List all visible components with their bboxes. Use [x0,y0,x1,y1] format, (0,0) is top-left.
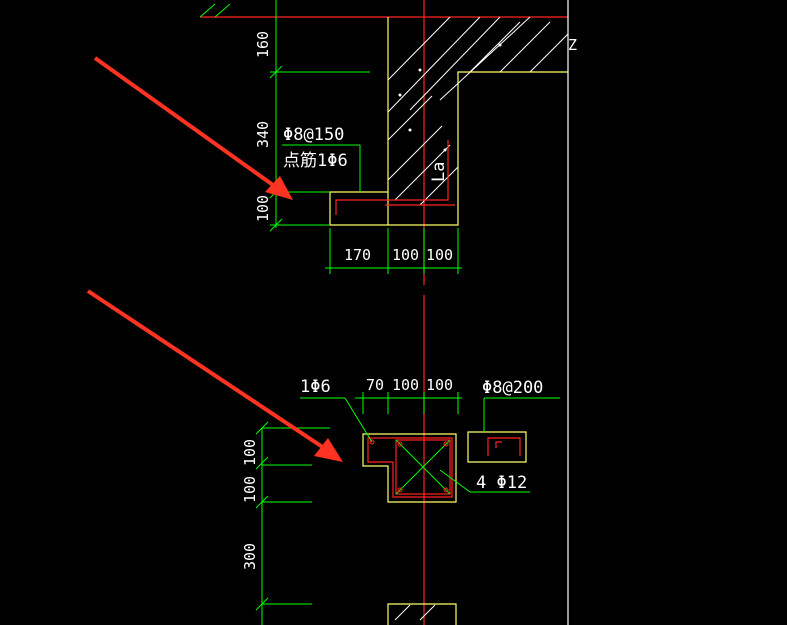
dim-top-v-3: 100 [254,195,272,222]
leader-1phi6 [344,397,373,443]
concrete-section-top: Z [329,16,577,226]
red-arrow-bottom [86,289,343,462]
dim-top-h-3: 100 [426,246,453,264]
red-arrow-top [93,56,293,200]
break-symbol: Z [568,36,577,54]
label-1phi6: 1Φ6 [300,377,331,397]
dim-top-h-1: 170 [344,246,371,264]
bottom-vertical-dims [255,421,330,625]
dim-top-v-1: 160 [254,31,272,58]
top-left-corner-mark [199,3,231,18]
concrete-section-bottom [362,433,457,503]
rebar-top [335,140,455,215]
concrete-section-lower [387,603,457,625]
dim-bottom-h-3: 100 [426,376,453,394]
dim-bottom-h-2: 100 [392,376,419,394]
bottom-horizontal-dims [355,392,462,414]
label-anchorage: La [429,162,449,182]
dim-bottom-v-3: 300 [241,543,259,570]
label-stirrup-bottom: Φ8@200 [482,378,543,398]
top-horizontal-dims [325,228,462,274]
stirrup-detail [467,397,560,463]
dim-top-h-2: 100 [392,246,419,264]
label-stirrup-top: Φ8@150 [283,125,344,145]
label-main-rebar: 4 Φ12 [476,473,527,493]
dim-bottom-v-1: 100 [241,439,259,466]
dim-bottom-h-1: 70 [366,376,384,394]
dim-top-v-2: 340 [254,121,272,148]
dim-bottom-v-2: 100 [241,476,259,503]
top-vertical-dims [269,65,370,232]
label-point-rebar-top: 点筋1Φ6 [283,151,348,171]
